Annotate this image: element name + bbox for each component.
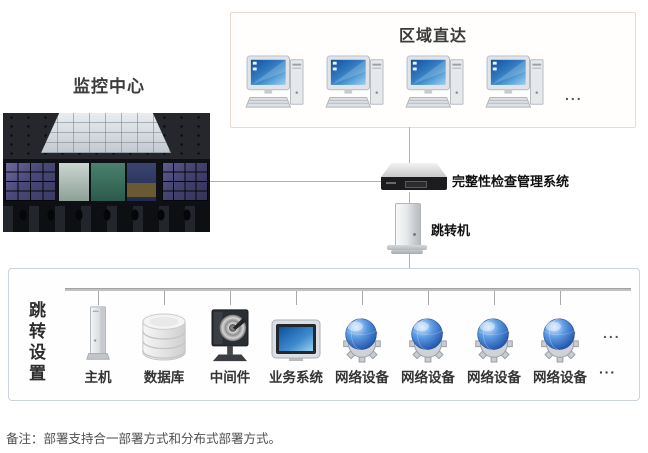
device-label: 网络设备 — [401, 370, 455, 385]
tower-keyboard-base-lower — [391, 250, 423, 254]
network-globe-gear-icon — [343, 318, 381, 363]
device-label: 网络设备 — [467, 370, 521, 385]
drop-line — [97, 291, 99, 305]
rack-switch-icon — [381, 163, 447, 191]
desktop-computer-icon — [405, 55, 464, 108]
drop-line — [559, 291, 561, 305]
switch-front-face — [381, 177, 447, 190]
device-label: 中间件 — [209, 370, 251, 385]
device-label: 数据库 — [143, 370, 185, 385]
harddisk-icon — [211, 309, 249, 362]
monitoring-center-photo — [3, 113, 210, 232]
photo-ceiling-light-panel — [41, 113, 171, 153]
footer-note: 备注：部署支持合一部署方式和分布式部署方式。 — [6, 432, 282, 446]
jump-machine-label: 跳转机 — [431, 223, 471, 238]
drop-line — [295, 291, 297, 305]
bus-line — [65, 288, 631, 291]
drop-line — [229, 291, 231, 305]
device-label: 网络设备 — [533, 370, 587, 385]
photo-large-screen-1 — [59, 163, 89, 201]
connector-topbox-to-switch — [409, 127, 410, 164]
network-globe-gear-icon — [475, 318, 513, 363]
device-network-4: 网络设备 — [527, 291, 593, 386]
host-tower-icon — [86, 306, 110, 360]
monitoring-center-label: 监控中心 — [73, 77, 145, 96]
photo-large-screen-3-lower — [127, 183, 156, 197]
desktop-computer-icon — [485, 55, 544, 108]
device-label-ellipsis: ··· — [599, 364, 616, 380]
jump-settings-box: 跳转设置 主机 数据库 中间件 业务系统 — [8, 268, 640, 401]
database-icon — [142, 313, 186, 361]
network-globe-gear-icon — [541, 318, 579, 363]
workstations-ellipsis: ... — [565, 87, 583, 103]
desktop-computer-icon — [325, 55, 384, 108]
workstation-row: ... — [245, 54, 583, 110]
photo-large-screen-2 — [91, 163, 125, 201]
device-label: 网络设备 — [335, 370, 389, 385]
connector-photo-to-switch — [210, 181, 383, 182]
tower-keyboard-base — [387, 245, 427, 250]
device-label: 主机 — [84, 370, 112, 385]
switch-top-face — [381, 163, 447, 177]
integrity-system-label: 完整性检查管理系统 — [452, 174, 570, 189]
drop-line — [427, 291, 429, 305]
region-direct-box: 区域直达 ... — [230, 12, 636, 128]
device-network-1: 网络设备 — [329, 291, 395, 386]
network-globe-gear-icon — [409, 318, 447, 363]
photo-screen-grid-right — [162, 163, 208, 201]
device-host: 主机 — [65, 291, 131, 386]
jump-settings-title: 跳转设置 — [26, 301, 45, 385]
switch-ports — [405, 181, 427, 188]
photo-operators-desk — [3, 206, 210, 232]
drop-line — [493, 291, 495, 305]
tower-power-led — [413, 233, 416, 236]
device-business-system: 业务系统 — [263, 291, 329, 386]
tower-server-icon — [395, 203, 421, 247]
tv-monitor-icon — [271, 319, 321, 362]
switch-led — [386, 182, 396, 184]
photo-screen-grid-left — [5, 163, 55, 201]
drop-line — [361, 291, 363, 305]
device-label: 业务系统 — [269, 370, 323, 385]
device-database: 数据库 — [131, 291, 197, 386]
drop-line — [163, 291, 165, 305]
device-network-3: 网络设备 — [461, 291, 527, 386]
device-row-ellipsis: ... — [603, 325, 621, 341]
device-network-2: 网络设备 — [395, 291, 461, 386]
device-row: 主机 数据库 中间件 业务系统 网络设备 — [65, 291, 593, 386]
desktop-computer-icon — [245, 55, 304, 108]
device-middleware: 中间件 — [197, 291, 263, 386]
photo-large-screen-3 — [127, 163, 156, 201]
region-direct-title: 区域直达 — [398, 28, 467, 45]
